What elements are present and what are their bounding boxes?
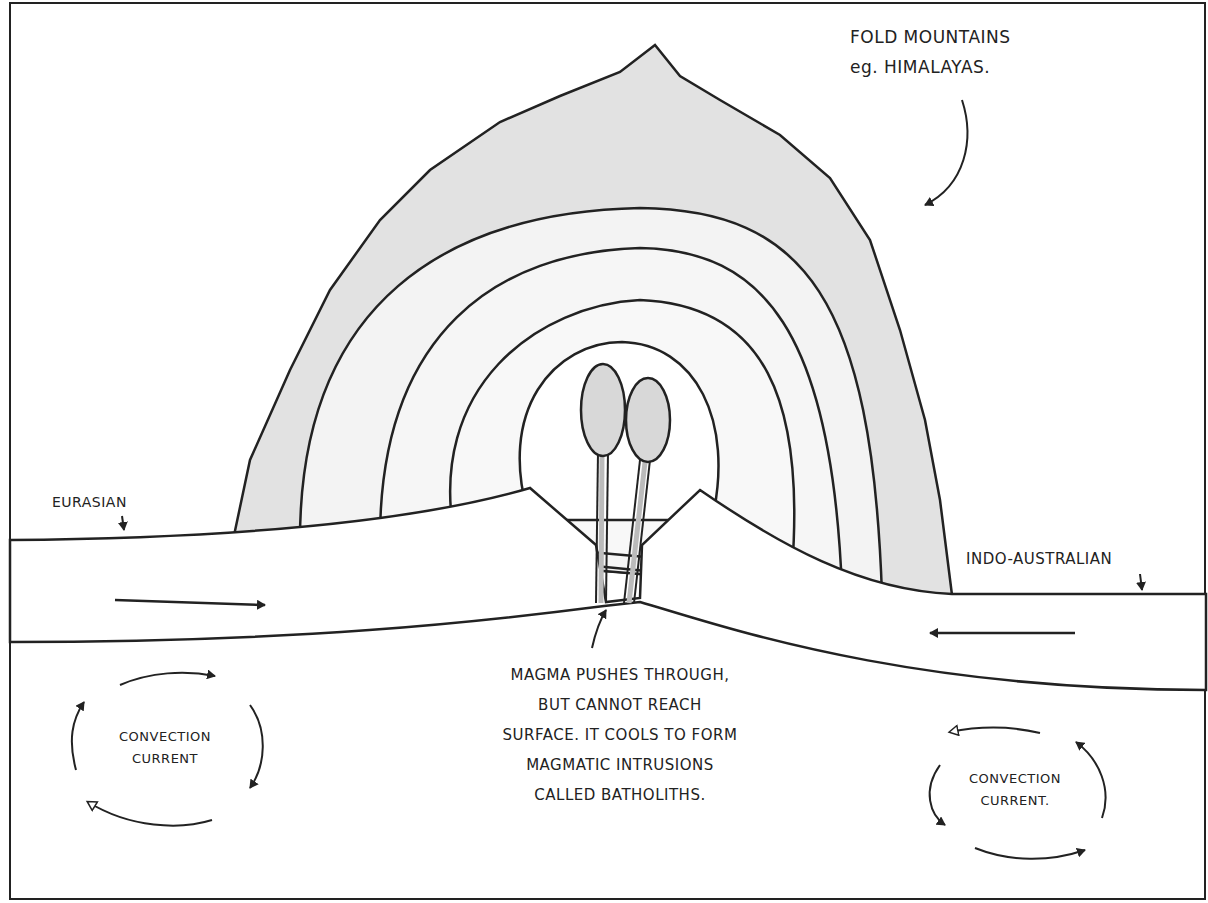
mountain-label: FOLD MOUNTAINS eg. HIMALAYAS. <box>850 22 1020 82</box>
plate-arrow <box>930 632 1075 635</box>
leader-arrow <box>925 100 967 205</box>
leader-arrow <box>1140 574 1142 590</box>
batholith <box>581 364 625 456</box>
frame <box>10 3 1205 899</box>
convection-label: CONVECTION CURRENT <box>105 726 225 770</box>
leader-arrow <box>592 610 606 648</box>
plate-arrow <box>115 600 265 605</box>
magma-note: MAGMA PUSHES THROUGH, BUT CANNOT REACH S… <box>500 660 740 810</box>
mountain-outer <box>232 45 952 595</box>
plate-label: INDO-AUSTRALIAN <box>966 548 1166 570</box>
convection-loop <box>930 728 1106 859</box>
leader-arrow <box>122 516 124 530</box>
convection-loop <box>72 673 263 826</box>
batholith <box>626 378 670 462</box>
fold-layer <box>520 342 719 520</box>
plate-label: EURASIAN <box>52 492 192 512</box>
convection-label: CONVECTION CURRENT. <box>953 768 1078 812</box>
